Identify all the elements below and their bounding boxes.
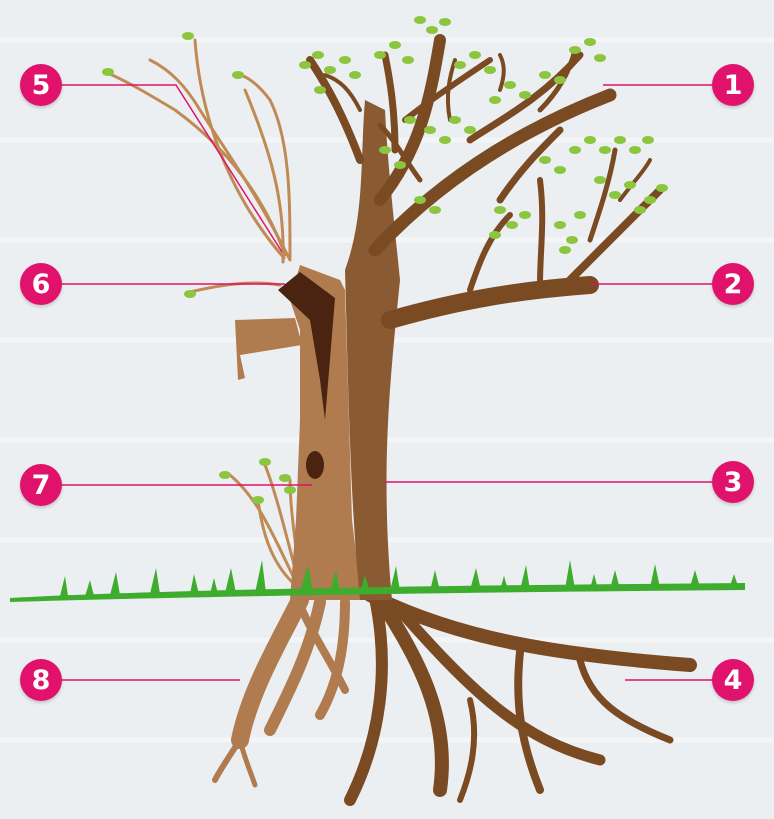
label-marker-7: 7 [20, 464, 62, 506]
water-sprouts [105, 40, 290, 292]
broken-limb [235, 318, 302, 380]
label-marker-3: 3 [712, 461, 754, 503]
label-marker-4: 4 [712, 659, 754, 701]
label-marker-5: 5 [20, 64, 62, 106]
label-marker-8: 8 [20, 659, 62, 701]
leader-line-5 [62, 85, 282, 252]
hollow-cavity [306, 451, 324, 479]
label-marker-6: 6 [20, 263, 62, 305]
roots [215, 595, 690, 800]
label-marker-2: 2 [712, 263, 754, 305]
label-marker-1: 1 [712, 64, 754, 106]
bush-twigs [230, 465, 300, 582]
